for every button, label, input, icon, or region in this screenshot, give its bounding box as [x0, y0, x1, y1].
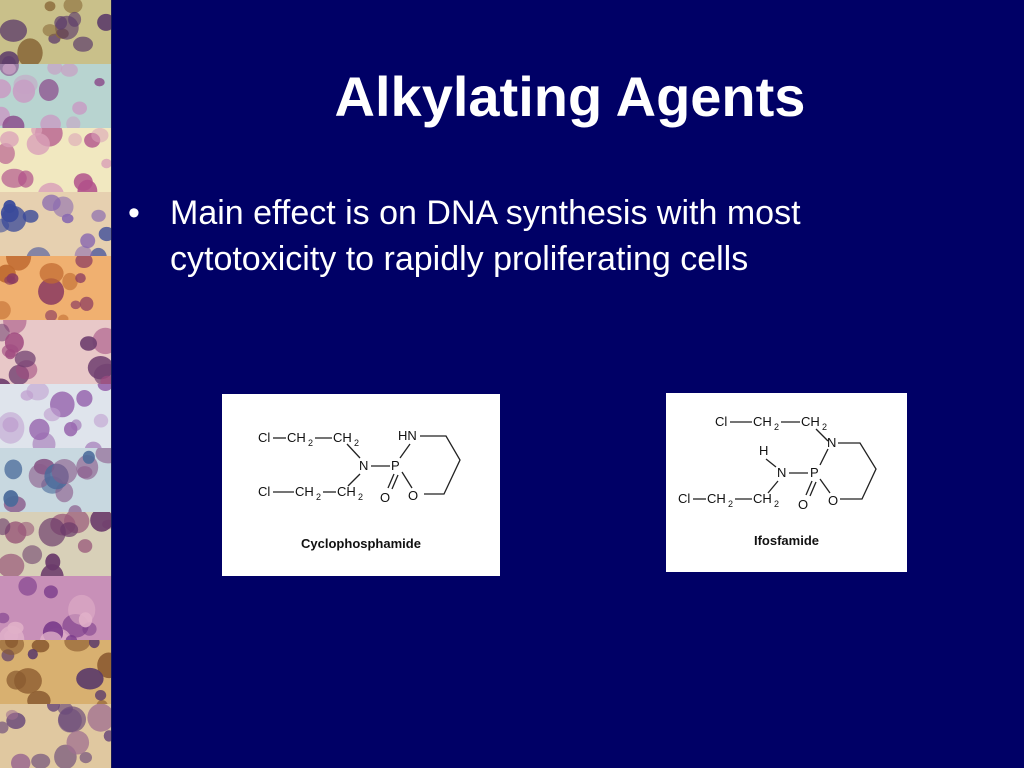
micrograph-tile	[0, 512, 111, 581]
svg-text:P: P	[391, 458, 400, 473]
slide-title: Alkylating Agents	[334, 65, 806, 128]
micrograph-tile	[0, 704, 111, 768]
svg-text:CH: CH	[707, 491, 726, 506]
svg-text:H: H	[759, 443, 768, 458]
micrograph-tile	[0, 64, 111, 133]
micrograph-tile	[0, 192, 111, 261]
svg-text:2: 2	[822, 422, 827, 432]
svg-text:Cl: Cl	[715, 414, 727, 429]
ifosfamide-caption: Ifosfamide	[753, 533, 819, 548]
svg-text:CH: CH	[333, 430, 352, 445]
bullet-dot-icon: •	[128, 194, 140, 232]
micrograph-tile	[0, 0, 111, 69]
svg-text:N: N	[359, 458, 368, 473]
micrograph-tile	[0, 128, 111, 197]
svg-text:Cl: Cl	[258, 484, 270, 499]
svg-text:O: O	[828, 493, 838, 508]
micrograph-tile	[0, 320, 111, 389]
svg-text:HN: HN	[398, 428, 417, 443]
micrograph-tile	[0, 448, 111, 517]
svg-text:CH: CH	[753, 491, 772, 506]
svg-text:2: 2	[728, 499, 733, 509]
bullet-item: • Main effect is on DNA synthesis with m…	[128, 190, 948, 282]
svg-text:O: O	[380, 490, 390, 505]
svg-text:2: 2	[358, 492, 363, 502]
svg-text:CH: CH	[337, 484, 356, 499]
svg-text:2: 2	[354, 438, 359, 448]
svg-text:Cl: Cl	[678, 491, 690, 506]
svg-text:2: 2	[308, 438, 313, 448]
cell-micrograph-strip	[0, 0, 112, 768]
bullet-list: • Main effect is on DNA synthesis with m…	[128, 190, 948, 282]
svg-text:P: P	[810, 465, 819, 480]
svg-text:2: 2	[774, 499, 779, 509]
bullet-text: Main effect is on DNA synthesis with mos…	[170, 194, 801, 278]
svg-text:N: N	[777, 465, 786, 480]
svg-text:CH: CH	[287, 430, 306, 445]
micrograph-tile	[0, 256, 111, 325]
svg-text:CH: CH	[801, 414, 820, 429]
micrograph-tile	[0, 384, 111, 453]
svg-text:CH: CH	[295, 484, 314, 499]
cyclophosphamide-caption: Cyclophosphamide	[301, 536, 421, 551]
micrograph-tile	[0, 640, 111, 709]
svg-text:N: N	[827, 435, 836, 450]
svg-text:O: O	[408, 488, 418, 503]
svg-text:2: 2	[316, 492, 321, 502]
svg-text:O: O	[798, 497, 808, 512]
svg-text:CH: CH	[753, 414, 772, 429]
svg-text:2: 2	[774, 422, 779, 432]
svg-text:Cl: Cl	[258, 430, 270, 445]
micrograph-tile	[0, 576, 111, 645]
